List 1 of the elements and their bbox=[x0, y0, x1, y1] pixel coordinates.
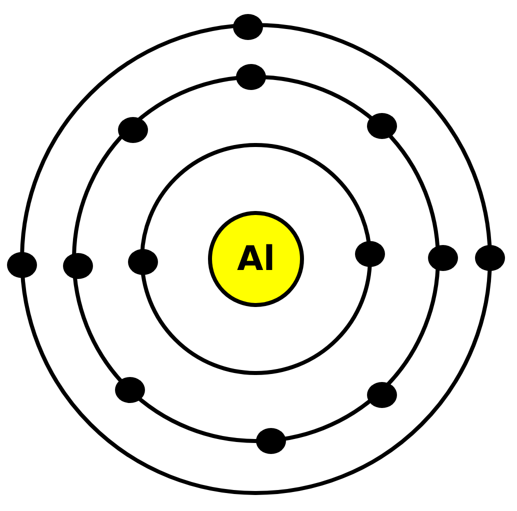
element-symbol: Al bbox=[237, 239, 275, 279]
